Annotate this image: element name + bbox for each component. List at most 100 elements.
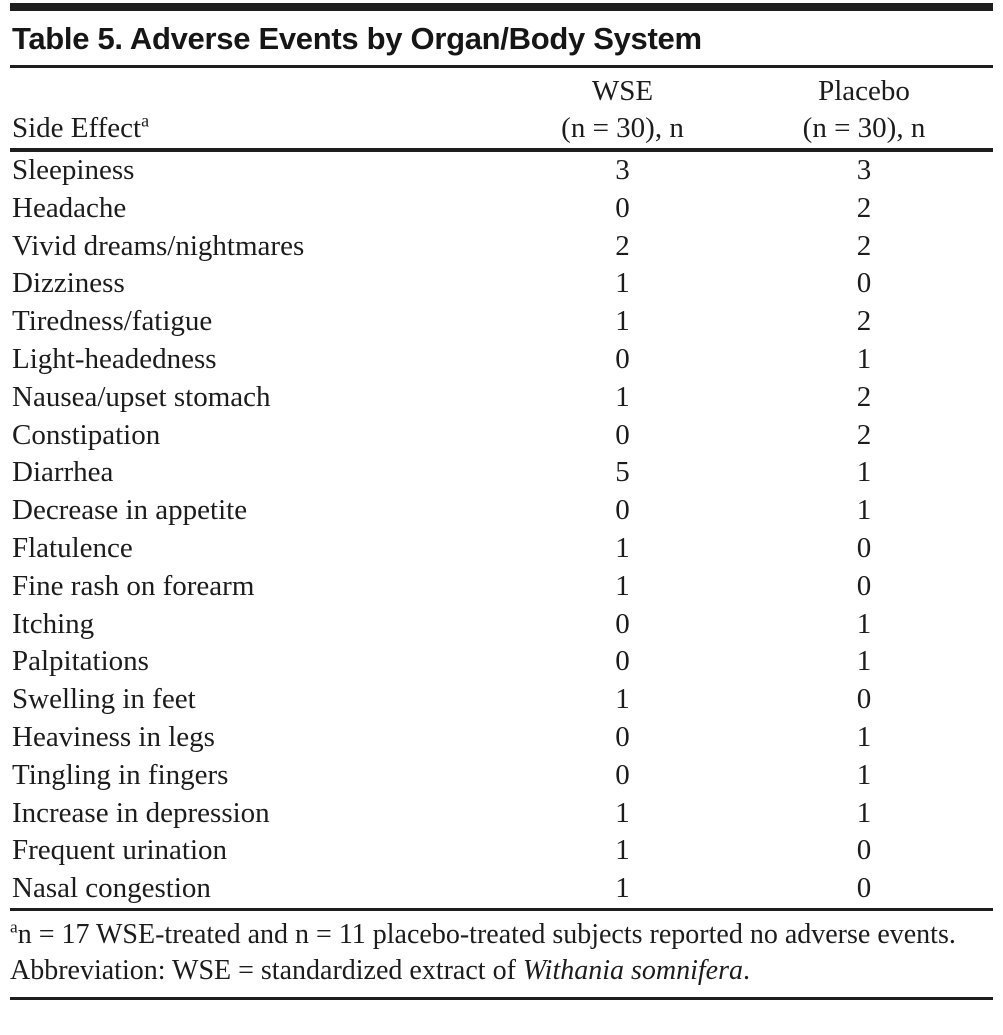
- cell-placebo-count: 0: [856, 569, 872, 602]
- column-header-placebo: Placebo (n = 30), n: [735, 68, 993, 153]
- cell-placebo-count: 0: [735, 870, 993, 912]
- table-row: Vivid dreams/nightmares 2 2: [10, 228, 993, 266]
- cell-wse-count: 2: [615, 229, 630, 262]
- table-row: Palpitations 0 1: [10, 643, 993, 681]
- cell-side-effect: Fine rash on forearm: [12, 569, 255, 602]
- cell-placebo-count: 0: [856, 834, 872, 867]
- table-row: Dizziness 1 0: [10, 265, 993, 303]
- title-divider-rule: [10, 65, 993, 69]
- adverse-events-table: Side Effecta WSE (n = 30), n Placebo (n …: [10, 68, 993, 912]
- cell-placebo-count: 2: [856, 191, 872, 224]
- cell-placebo-count: 2: [856, 305, 872, 338]
- cell-wse-count: 1: [615, 532, 630, 565]
- cell-placebo-count: 0: [856, 683, 872, 716]
- cell-side-effect: Vivid dreams/nightmares: [12, 229, 305, 262]
- cell-wse-count: 0: [615, 418, 630, 451]
- table-header: Side Effecta WSE (n = 30), n Placebo (n …: [10, 68, 993, 153]
- cell-wse-count: 0: [615, 721, 630, 754]
- table-row: Itching 0 1: [10, 606, 993, 644]
- bottom-rule: [10, 997, 993, 1001]
- abbreviation-prefix: Abbreviation: WSE = standardized extract…: [10, 954, 523, 986]
- cell-placebo-count: 2: [856, 380, 872, 413]
- footnote-marker-a: a: [141, 110, 150, 131]
- cell-wse-count: 0: [615, 607, 630, 640]
- cell-placebo-count: 3: [856, 154, 872, 187]
- table-row: Frequent urination 1 0: [10, 832, 993, 870]
- cell-side-effect: Tingling in fingers: [12, 758, 229, 791]
- cell-side-effect: Tiredness/fatigue: [12, 305, 213, 338]
- wse-column-name: WSE: [591, 75, 654, 108]
- cell-side-effect: Itching: [12, 607, 95, 640]
- cell-wse-count: 0: [615, 758, 630, 791]
- cell-placebo-count: 0: [856, 267, 872, 300]
- cell-side-effect: Nasal congestion: [10, 870, 510, 912]
- column-header-wse: WSE (n = 30), n: [510, 68, 735, 153]
- cell-side-effect: Constipation: [12, 418, 161, 451]
- cell-placebo-count: 2: [856, 229, 872, 262]
- cell-wse-count: 3: [615, 154, 630, 187]
- cell-side-effect: Decrease in appetite: [12, 494, 248, 527]
- cell-placebo-count: 1: [856, 645, 872, 678]
- cell-placebo-count: 1: [856, 456, 872, 489]
- wse-column-subtitle: (n = 30), n: [561, 112, 684, 145]
- top-thick-rule: [10, 3, 993, 11]
- cell-wse-count: 1: [615, 305, 630, 338]
- cell-side-effect: Increase in depression: [12, 796, 270, 829]
- cell-wse-count: 1: [615, 569, 630, 602]
- table-row: Swelling in feet 1 0: [10, 681, 993, 719]
- cell-side-effect: Sleepiness: [12, 154, 135, 187]
- footnotes: an = 17 WSE-treated and n = 11 placebo-t…: [10, 918, 993, 988]
- cell-wse-count: 1: [615, 834, 630, 867]
- table-row: Nausea/upset stomach 1 2: [10, 379, 993, 417]
- cell-side-effect: Dizziness: [12, 267, 125, 300]
- footnote-a-text: n = 17 WSE-treated and n = 11 placebo-tr…: [17, 919, 956, 951]
- cell-wse-count: 0: [615, 343, 630, 376]
- cell-wse-count: 0: [615, 191, 630, 224]
- cell-wse-count: 0: [615, 645, 630, 678]
- cell-wse-count: 1: [510, 870, 735, 912]
- table-row: Tiredness/fatigue 1 2: [10, 303, 993, 341]
- cell-side-effect: Heaviness in legs: [12, 721, 215, 754]
- cell-placebo-count: 1: [856, 758, 872, 791]
- cell-side-effect: Light-headedness: [12, 343, 217, 376]
- cell-side-effect: Frequent urination: [12, 834, 228, 867]
- footnote-a-marker: a: [10, 917, 18, 937]
- table-row: Flatulence 1 0: [10, 530, 993, 568]
- abbreviation-footnote: Abbreviation: WSE = standardized extract…: [10, 954, 993, 989]
- cell-side-effect: Diarrhea: [12, 456, 114, 489]
- table-row: Tingling in fingers 0 1: [10, 757, 993, 795]
- abbreviation-species-name: Withania somnifera: [522, 954, 744, 986]
- cell-placebo-count: 0: [856, 532, 872, 565]
- cell-wse-count: 1: [615, 683, 630, 716]
- cell-side-effect: Palpitations: [12, 645, 149, 678]
- paper-table-page: Table 5. Adverse Events by Organ/Body Sy…: [0, 3, 1003, 1035]
- footnote-a: an = 17 WSE-treated and n = 11 placebo-t…: [10, 918, 993, 953]
- table-title: Table 5. Adverse Events by Organ/Body Sy…: [12, 21, 702, 56]
- table-row: Constipation 0 2: [10, 417, 993, 455]
- placebo-column-name: Placebo: [818, 75, 910, 108]
- cell-wse-count: 1: [615, 267, 630, 300]
- side-effect-label: Side Effect: [12, 112, 142, 145]
- table-row: Diarrhea 5 1: [10, 454, 993, 492]
- table-row: Sleepiness 3 3: [10, 150, 993, 190]
- cell-wse-count: 1: [615, 796, 630, 829]
- cell-side-effect: Swelling in feet: [12, 683, 196, 716]
- cell-wse-count: 5: [615, 456, 630, 489]
- cell-side-effect: Nausea/upset stomach: [12, 380, 271, 413]
- cell-placebo-count: 1: [856, 607, 872, 640]
- table-row: Fine rash on forearm 1 0: [10, 568, 993, 606]
- abbreviation-suffix: .: [743, 954, 751, 986]
- cell-placebo-count: 2: [856, 418, 872, 451]
- cell-wse-count: 0: [615, 494, 630, 527]
- header-row: Side Effecta WSE (n = 30), n Placebo (n …: [10, 68, 993, 153]
- cell-side-effect: Flatulence: [12, 532, 133, 565]
- placebo-column-subtitle: (n = 30), n: [802, 112, 926, 145]
- column-header-side-effect: Side Effecta: [10, 68, 510, 153]
- cell-wse-count: 1: [615, 380, 630, 413]
